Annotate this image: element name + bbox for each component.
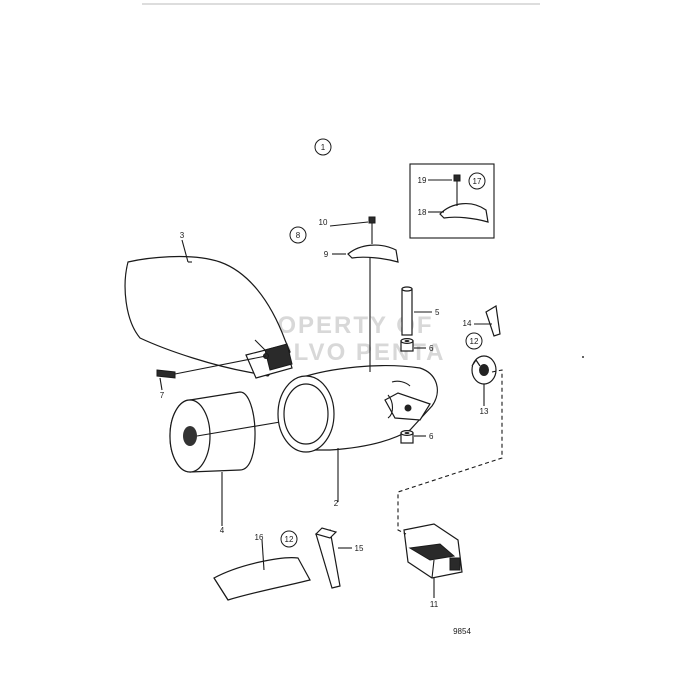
callout-6-lower: 6 — [429, 432, 434, 441]
part-6-lower-bushing — [400, 430, 414, 444]
callout-7: 7 — [160, 391, 165, 400]
part-10-screw — [368, 216, 376, 244]
callout-14: 14 — [463, 319, 472, 328]
callout-18: 18 — [418, 208, 427, 217]
part-14-cotter-pin — [485, 305, 501, 337]
callout-19: 19 — [418, 176, 427, 185]
callout-11: 11 — [430, 600, 439, 609]
callout-labels: 1 2 3 4 5 6 6 7 8 9 10 11 12 12 13 14 15… — [160, 143, 489, 609]
figure-number: 9854 — [453, 627, 471, 636]
callout-2: 2 — [334, 499, 339, 508]
part-7-screw — [156, 355, 267, 379]
inset-box — [409, 163, 495, 239]
callout-circles — [280, 138, 486, 548]
callout-5: 5 — [435, 308, 440, 317]
speck-mark — [582, 356, 584, 358]
callout-8: 8 — [296, 231, 301, 240]
callout-circle-12-upper — [465, 332, 483, 350]
part-15-allen-key — [314, 527, 341, 589]
part-19-screw — [453, 174, 461, 206]
callout-circle-12-lower — [280, 530, 298, 548]
callout-4: 4 — [220, 526, 225, 535]
part-11-clamp — [403, 523, 463, 579]
part-16-grease-tube — [213, 557, 311, 601]
callout-17: 17 — [473, 177, 482, 186]
callout-6-upper: 6 — [429, 344, 434, 353]
part-2-housing — [277, 365, 438, 453]
callout-3: 3 — [180, 231, 185, 240]
part-6-upper-bushing — [400, 338, 414, 352]
part-9-cap — [347, 244, 399, 263]
callout-16: 16 — [255, 533, 264, 542]
callout-12-upper: 12 — [470, 337, 479, 346]
callout-circle-1 — [314, 138, 332, 156]
callout-circle-8 — [289, 226, 307, 244]
callout-circle-17 — [468, 172, 486, 190]
callout-12-lower: 12 — [285, 535, 294, 544]
callout-9: 9 — [324, 250, 329, 259]
part-5-pin — [401, 286, 413, 336]
part-18-cap — [439, 203, 489, 223]
part-3-fin-blade — [124, 255, 293, 379]
leader-lines — [159, 179, 492, 598]
callout-10: 10 — [319, 218, 328, 227]
part-4-bushing — [169, 391, 293, 473]
callout-1: 1 — [321, 143, 326, 152]
part-13-washer — [471, 355, 497, 385]
callout-15: 15 — [355, 544, 364, 553]
callout-13: 13 — [480, 407, 489, 416]
